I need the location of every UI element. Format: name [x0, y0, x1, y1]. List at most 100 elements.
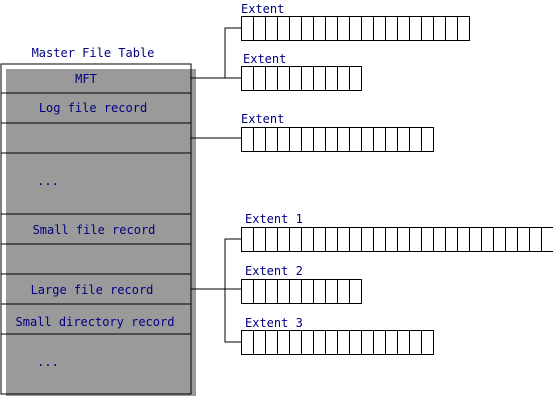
extent-cell: [397, 16, 410, 41]
extent-strip: [241, 227, 553, 252]
row-label-ellipsis: ...: [37, 174, 59, 188]
extent-cell: [301, 330, 314, 355]
extent-cell: [337, 16, 350, 41]
extent-cell: [445, 16, 458, 41]
extent-cell: [289, 127, 302, 152]
extent-cell: [409, 330, 422, 355]
extent-cell: [241, 127, 254, 152]
extent-label: Extent: [241, 112, 284, 126]
extent-cell: [457, 16, 470, 41]
extent-cell: [313, 279, 326, 304]
extent-cell: [253, 66, 266, 91]
extent-cell: [361, 330, 374, 355]
extent-cell: [253, 279, 266, 304]
extent-cell: [265, 66, 278, 91]
extent-strip: [241, 330, 434, 355]
extent-cell: [325, 279, 338, 304]
extent-strip: [241, 16, 470, 41]
extent-label-3: Extent 3: [245, 316, 303, 330]
extent-cell: [397, 127, 410, 152]
extent-cell: [457, 227, 470, 252]
extent-cell: [349, 16, 362, 41]
extent-cell: [241, 279, 254, 304]
extent-cell: [313, 227, 326, 252]
extent-cell: [517, 227, 530, 252]
extent-cell: [493, 227, 506, 252]
extent-label-2: Extent 2: [245, 264, 303, 278]
extent-cell: [325, 227, 338, 252]
extent-cell: [373, 16, 386, 41]
extent-cell: [301, 279, 314, 304]
extent-cell: [481, 227, 494, 252]
extent-cell: [361, 127, 374, 152]
extent-strip: [241, 279, 362, 304]
extent-cell: [265, 330, 278, 355]
extent-cell: [277, 127, 290, 152]
connector-large-file-extent-1: [191, 238, 241, 290]
extent-cell: [373, 330, 386, 355]
extent-strip: [241, 127, 434, 152]
extent-cell: [349, 227, 362, 252]
extent-cell: [373, 127, 386, 152]
extent-cell: [289, 279, 302, 304]
extent-cell: [349, 279, 362, 304]
extent-cell: [421, 127, 434, 152]
extent-cell: [397, 227, 410, 252]
extent-cell: [409, 16, 422, 41]
extent-cell: [541, 227, 553, 252]
extent-cell: [397, 330, 410, 355]
extent-cell: [301, 16, 314, 41]
extent-cell: [265, 227, 278, 252]
extent-cell: [289, 227, 302, 252]
extent-cell: [421, 16, 434, 41]
extent-cell: [385, 330, 398, 355]
extent-cell: [277, 227, 290, 252]
connector-large-file-extent-3: [224, 289, 241, 343]
extent-strip: [241, 66, 362, 91]
extent-cell: [241, 330, 254, 355]
extent-cell: [349, 127, 362, 152]
extent-cell: [445, 227, 458, 252]
extent-cell: [277, 66, 290, 91]
extent-cell: [349, 66, 362, 91]
extent-cell: [373, 227, 386, 252]
extent-cell: [289, 16, 302, 41]
extent-cell: [253, 227, 266, 252]
extent-cell: [241, 227, 254, 252]
extent-cell: [529, 227, 542, 252]
extent-cell: [313, 16, 326, 41]
extent-cell: [385, 16, 398, 41]
extent-cell: [325, 330, 338, 355]
extent-cell: [349, 330, 362, 355]
extent-cell: [289, 66, 302, 91]
extent-cell: [337, 127, 350, 152]
extent-cell: [289, 330, 302, 355]
extent-cell: [301, 127, 314, 152]
extent-cell: [253, 127, 266, 152]
extent-label-1: Extent 1: [245, 212, 303, 226]
extent-cell: [421, 330, 434, 355]
extent-cell: [313, 66, 326, 91]
extent-cell: [301, 66, 314, 91]
extent-cell: [241, 16, 254, 41]
extent-cell: [337, 330, 350, 355]
row-label-large-file: Large file record: [31, 283, 154, 297]
extent-cell: [253, 330, 266, 355]
extent-cell: [253, 16, 266, 41]
extent-cell: [505, 227, 518, 252]
extent-cell: [325, 127, 338, 152]
mft-table: [0, 63, 192, 395]
extent-cell: [325, 66, 338, 91]
extent-cell: [337, 279, 350, 304]
extent-cell: [337, 66, 350, 91]
extent-cell: [433, 16, 446, 41]
table-title: Master File Table: [32, 46, 155, 60]
extent-label: Extent: [241, 2, 284, 16]
extent-cell: [277, 279, 290, 304]
extent-cell: [313, 127, 326, 152]
extent-cell: [409, 227, 422, 252]
extent-cell: [433, 227, 446, 252]
extent-label: Extent: [243, 52, 286, 66]
